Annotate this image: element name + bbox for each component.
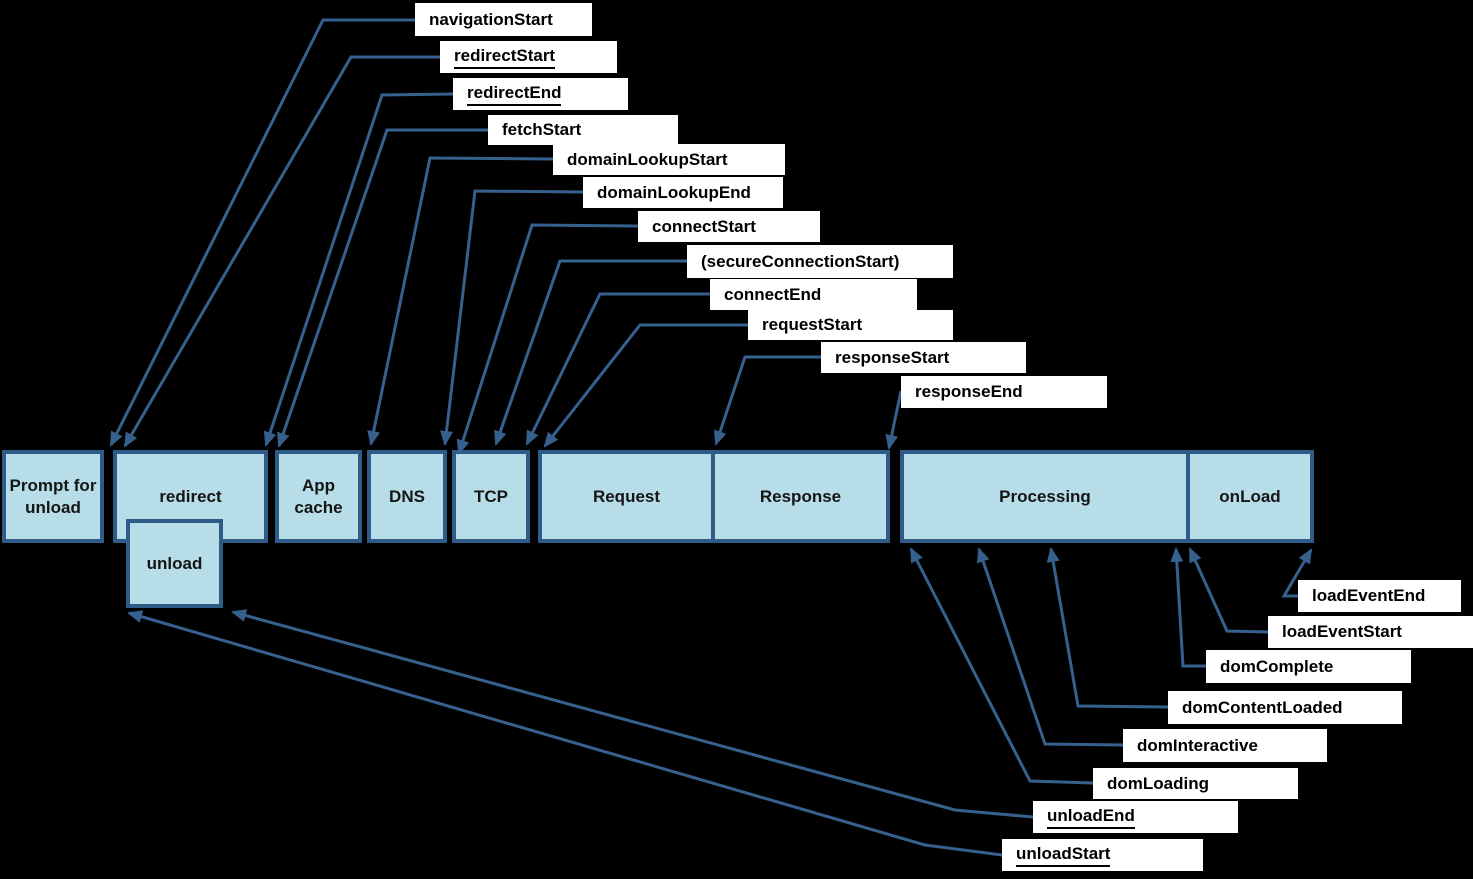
event-label-text: loadEventStart	[1282, 622, 1402, 641]
phase-box-prompt-for-unload: Prompt for unload	[2, 450, 104, 543]
phase-box-request: Request	[538, 450, 715, 543]
event-label-connectEnd: connectEnd	[710, 279, 917, 310]
phase-box-app-cache: App cache	[275, 450, 362, 543]
arrow-connectStart	[456, 223, 639, 455]
event-label-fetchStart: fetchStart	[488, 115, 678, 145]
event-label-unloadEnd: unloadEnd	[1033, 801, 1238, 833]
event-label-text: redirectEnd	[467, 83, 562, 106]
event-label-domainLookupStart: domainLookupStart	[553, 144, 785, 175]
arrow-redirectStart	[123, 55, 440, 448]
phase-box-onload: onLoad	[1186, 450, 1314, 543]
event-label-loadEventEnd: loadEventEnd	[1298, 580, 1461, 612]
event-label-domContentLoaded: domContentLoaded	[1168, 691, 1402, 724]
phase-label: App cache	[294, 476, 343, 517]
phase-label: DNS	[389, 486, 425, 506]
event-label-redirectEnd: redirectEnd	[453, 78, 628, 110]
phase-label: redirect	[159, 486, 222, 506]
event-label-text: domainLookupEnd	[597, 182, 751, 202]
arrow-responseStart	[713, 355, 821, 446]
arrow-redirectEnd	[263, 92, 454, 447]
arrow-domainLookupEnd	[440, 189, 584, 446]
arrow-domainLookupStart	[367, 156, 554, 446]
event-label-text: domainLookupStart	[567, 149, 728, 169]
phase-box-dns: DNS	[367, 450, 447, 543]
phase-box-response: Response	[711, 450, 890, 543]
event-label-text: domLoading	[1107, 773, 1209, 793]
arrow-unloadEnd	[231, 609, 1034, 819]
event-label-text: redirectStart	[454, 46, 556, 69]
event-label-requestStart: requestStart	[748, 310, 953, 340]
event-label-text: connectStart	[652, 216, 756, 236]
event-label-domComplete: domComplete	[1206, 650, 1411, 683]
event-label-text: navigationStart	[429, 9, 553, 29]
event-label-text: domComplete	[1220, 656, 1334, 676]
arrow-domContentLoaded	[1046, 547, 1169, 709]
phase-label: Request	[592, 486, 661, 506]
event-label-responseEnd: responseEnd	[901, 376, 1107, 408]
phase-box-unload: unload	[126, 519, 223, 608]
event-label-text: connectEnd	[724, 284, 822, 304]
event-label-responseStart: responseStart	[821, 342, 1026, 373]
arrow-secureConnectionStart	[494, 259, 687, 446]
event-label-text: domContentLoaded	[1182, 697, 1343, 717]
arrow-requestStart	[543, 323, 748, 448]
event-label-text: requestStart	[762, 315, 863, 334]
arrow-domComplete	[1170, 547, 1206, 668]
phase-label: unload	[146, 553, 203, 573]
arrow-loadEventEnd	[1281, 548, 1313, 598]
phase-label: Response	[759, 486, 842, 506]
event-label-secureConnectionStart: (secureConnectionStart)	[687, 245, 953, 278]
event-label-connectStart: connectStart	[638, 211, 820, 242]
phase-label: onLoad	[1219, 486, 1281, 506]
arrow-loadEventStart	[1188, 547, 1269, 634]
event-label-loadEventStart: loadEventStart	[1268, 616, 1473, 648]
event-label-unloadStart: unloadStart	[1002, 839, 1203, 871]
arrow-unloadStart	[127, 610, 1003, 857]
event-label-domainLookupEnd: domainLookupEnd	[583, 177, 783, 208]
arrow-navigationStart	[109, 18, 415, 447]
event-label-domLoading: domLoading	[1093, 768, 1298, 799]
event-label-text: unloadStart	[1016, 844, 1111, 867]
arrow-fetchStart	[277, 128, 488, 448]
event-label-navigationStart: navigationStart	[415, 3, 592, 36]
event-label-text: responseEnd	[915, 382, 1023, 401]
phase-label: Processing	[999, 486, 1091, 506]
arrow-domInteractive	[977, 547, 1124, 747]
phase-box-processing: Processing	[900, 450, 1190, 543]
event-label-domInteractive: domInteractive	[1123, 729, 1327, 762]
event-label-redirectStart: redirectStart	[440, 41, 617, 73]
arrow-domLoading	[909, 547, 1094, 785]
arrow-connectEnd	[525, 292, 710, 446]
event-label-text: responseStart	[835, 347, 950, 367]
arrow-responseEnd	[885, 390, 903, 450]
phase-label: Prompt for unload	[9, 476, 97, 517]
event-label-text: (secureConnectionStart)	[701, 251, 900, 271]
event-label-text: domInteractive	[1137, 735, 1258, 755]
event-label-text: fetchStart	[502, 120, 582, 139]
phase-box-tcp: TCP	[452, 450, 530, 543]
event-label-text: unloadEnd	[1047, 806, 1135, 829]
event-label-text: loadEventEnd	[1312, 586, 1426, 605]
phase-label: TCP	[474, 486, 508, 506]
